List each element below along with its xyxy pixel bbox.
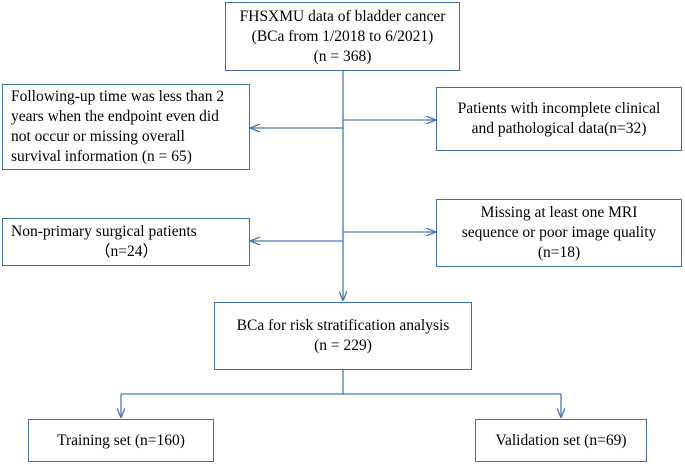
source-cohort-box: FHSXMU data of bladder cancer (BCa from … (225, 2, 460, 71)
analysis-line-2: (n = 229) (314, 337, 372, 354)
nonprimary-exclusion-box: Non-primary surgical patients （n=24） (2, 218, 250, 266)
nonprimary-line-2: （n=24） (95, 243, 158, 260)
source-line-3: (n = 368) (313, 47, 372, 65)
training-set-box: Training set (n=160) (28, 419, 214, 462)
incomplete-data-exclusion-box: Patients with incomplete clinical and pa… (436, 87, 682, 151)
mri-line-3: (n=18) (537, 244, 581, 261)
followup-line-3: not occur or missing overall (11, 128, 185, 145)
followup-exclusion-box: Following-up time was less than 2 years … (2, 84, 250, 170)
incomplete-line-2: and pathological data(n=32) (471, 120, 647, 137)
followup-line-2: years when the endpoint even did (11, 108, 219, 125)
mri-exclusion-box: Missing at least one MRI sequence or poo… (436, 199, 682, 267)
mri-line-2: sequence or poor image quality (461, 224, 657, 241)
followup-line-1: Following-up time was less than 2 (11, 88, 225, 105)
validation-line-1: Validation set (n=69) (495, 431, 627, 449)
incomplete-line-1: Patients with incomplete clinical (457, 100, 661, 117)
followup-line-4: survival information (n = 65) (11, 148, 192, 165)
nonprimary-line-1: Non-primary surgical patients (11, 223, 197, 240)
analysis-line-1: BCa for risk stratification analysis (236, 317, 450, 334)
validation-set-box: Validation set (n=69) (475, 419, 647, 462)
analysis-cohort-box: BCa for risk stratification analysis (n … (214, 302, 472, 370)
training-line-1: Training set (n=160) (57, 431, 185, 449)
mri-line-1: Missing at least one MRI (480, 204, 638, 221)
source-line-1: FHSXMU data of bladder cancer (239, 7, 446, 25)
source-line-2: (BCa from 1/2018 to 6/2021) (251, 27, 434, 45)
